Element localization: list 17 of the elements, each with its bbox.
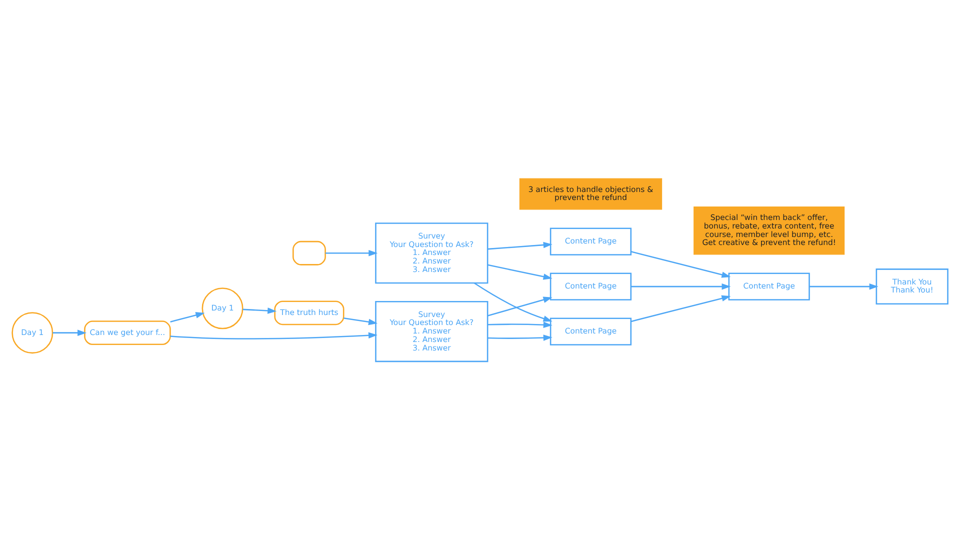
arrow [809, 283, 878, 290]
arrow [488, 242, 552, 250]
arrow [170, 312, 205, 322]
arrow [488, 296, 552, 316]
arrow [488, 322, 552, 328]
arrow [630, 251, 731, 278]
arrow [242, 308, 277, 314]
arrow [344, 317, 378, 326]
arrow [631, 283, 731, 290]
arrow [325, 250, 378, 256]
arrow [488, 264, 552, 280]
arrow [52, 330, 87, 336]
arrow [170, 332, 378, 340]
arrow [630, 295, 731, 322]
arrow [474, 282, 552, 322]
arrow [488, 334, 552, 341]
node-box [292, 240, 326, 266]
